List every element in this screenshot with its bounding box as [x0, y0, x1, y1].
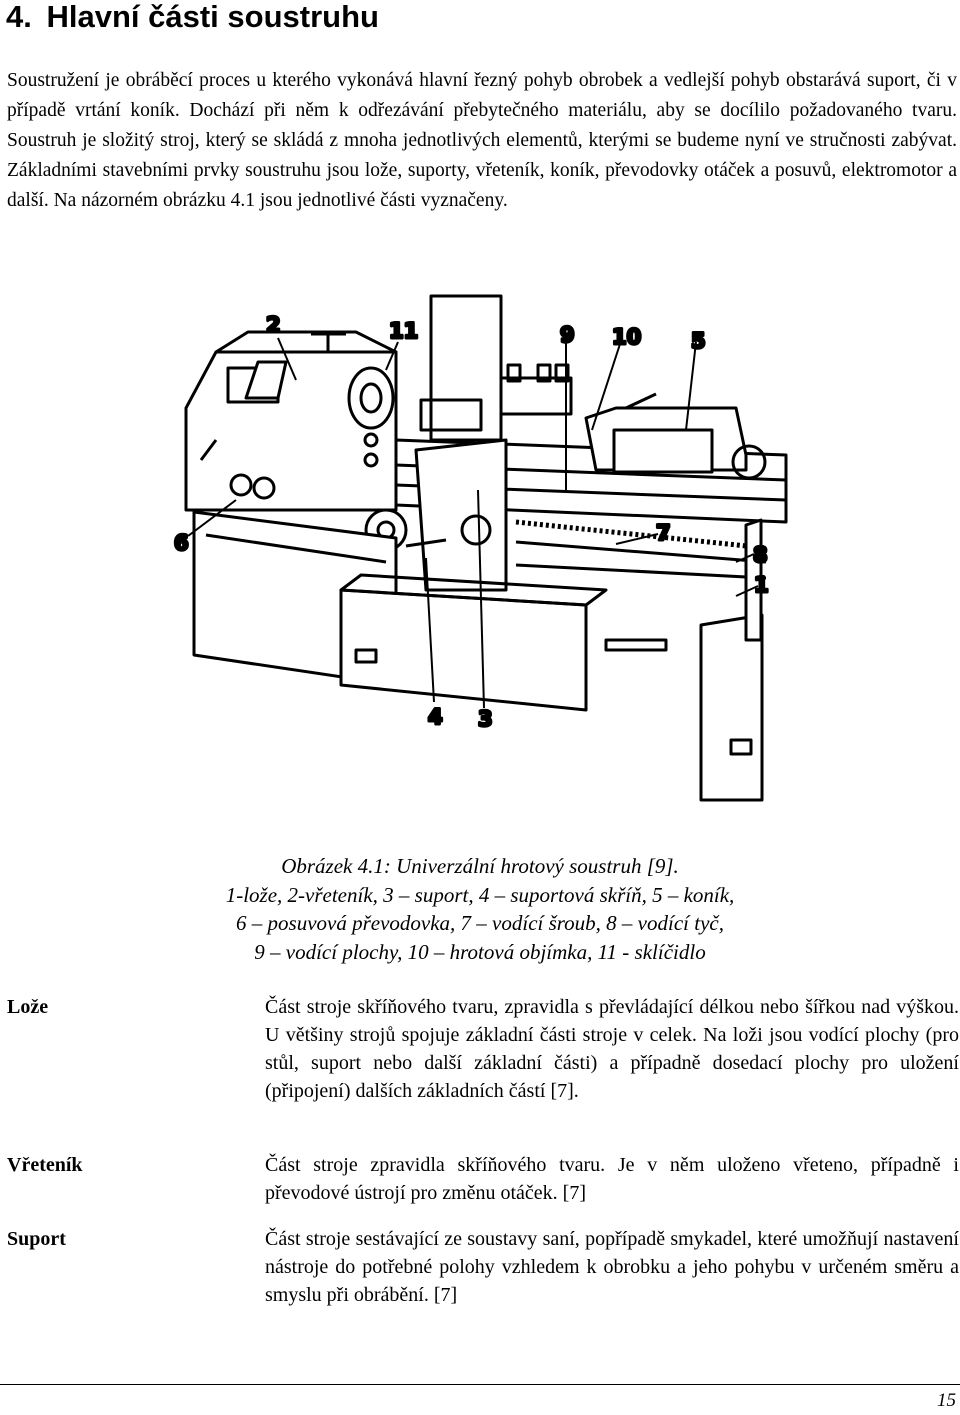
- caption-line-2: 1-lože, 2-vřeteník, 3 – suport, 4 – supo…: [225, 882, 735, 907]
- footer-rule: [0, 1384, 960, 1385]
- fig-label-1: 1: [754, 573, 769, 597]
- fig-label-10: 10: [612, 325, 641, 349]
- caption-line-3: 6 – posuvová převodovka, 7 – vodící šrou…: [236, 911, 724, 935]
- fig-label-3: 3: [478, 707, 493, 731]
- lathe-figure: 2 11 9 10 5 6 7 8 1 4 3: [146, 290, 960, 810]
- fig-label-4: 4: [428, 705, 443, 729]
- chapter-heading: 4. Hlavní části soustruhu: [6, 0, 379, 36]
- fig-label-6: 6: [174, 531, 189, 555]
- figure-caption: Obrázek 4.1: Univerzální hrotový soustru…: [110, 852, 850, 966]
- lathe-drawing: 2 11 9 10 5 6 7 8 1 4 3: [173, 294, 788, 802]
- chapter-number: 4.: [6, 0, 32, 34]
- caption-line-4: 9 – vodící plochy, 10 – hrotová objímka,…: [254, 939, 706, 964]
- definition-vretenik: Část stroje zpravidla skříňového tvaru. …: [265, 1154, 959, 1204]
- caption-line-1: Obrázek 4.1: Univerzální hrotový soustru…: [281, 854, 679, 878]
- intro-paragraph: Soustružení je obráběcí proces u kterého…: [7, 70, 957, 211]
- fig-label-9: 9: [560, 323, 575, 347]
- term-vretenik: Vřeteník: [7, 1154, 83, 1176]
- fig-label-11: 11: [389, 319, 418, 343]
- page-number: 15: [937, 1390, 956, 1411]
- definition-suport: Část stroje sestávající ze soustavy saní…: [265, 1228, 959, 1306]
- fig-label-5: 5: [691, 329, 706, 353]
- term-suport: Suport: [7, 1228, 66, 1250]
- fig-label-7: 7: [656, 521, 671, 545]
- definition-loze: Část stroje skříňového tvaru, zpravidla …: [265, 996, 959, 1102]
- fig-label-2: 2: [266, 313, 281, 337]
- chapter-title: Hlavní části soustruhu: [46, 0, 379, 34]
- term-loze: Lože: [7, 996, 49, 1018]
- fig-label-8: 8: [753, 543, 768, 567]
